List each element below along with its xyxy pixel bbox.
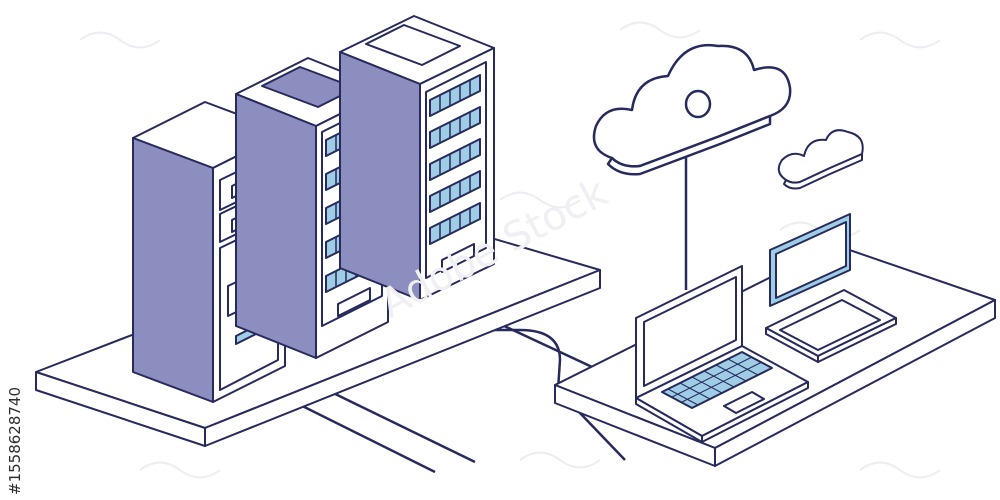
cloud-icon	[592, 43, 792, 176]
watermark-id-text: #1558628740	[6, 386, 24, 495]
cloud-icon	[777, 129, 864, 190]
monitor-icon	[765, 213, 897, 363]
server-rack-icon	[339, 15, 495, 301]
watermark-id: #1558628740	[4, 250, 24, 500]
laptop-icon	[635, 265, 809, 443]
